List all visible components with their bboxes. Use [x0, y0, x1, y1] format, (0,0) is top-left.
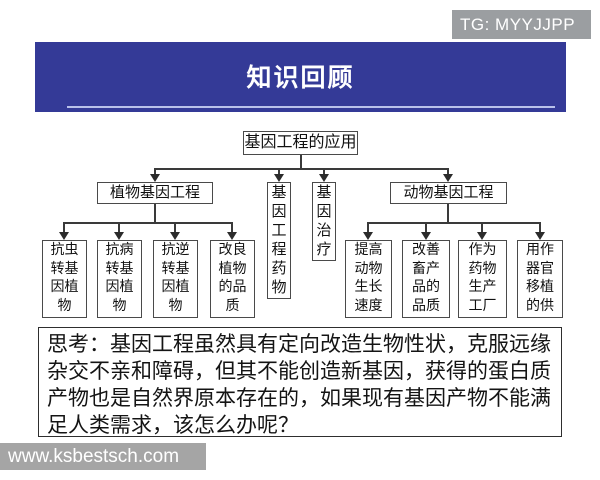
- think-question-text: 思考：基因工程虽然具有定向改造生物性状，克服远缘杂交不亲和障碍，但其不能创造新基…: [47, 332, 551, 437]
- arrow-to-drug-branch: [274, 168, 284, 182]
- connector-animal-rail: [368, 222, 540, 224]
- node-root-gene-engineering-applications: 基因工程的应用: [243, 131, 358, 155]
- node-gene-engineering-drugs: 基因工程药物: [267, 182, 291, 299]
- page-title: 知识回顾: [246, 64, 355, 92]
- node-drug-production-factory: 作为药物生产工厂: [458, 240, 507, 318]
- arrow-to-disease-resistant: [114, 222, 124, 240]
- arrow-to-growth-rate: [363, 222, 373, 240]
- node-improve-plant-quality: 改良植物的品质: [210, 240, 255, 318]
- think-question-box: 思考：基因工程虽然具有定向改造生物性状，克服远缘杂交不亲和障碍，但其不能创造新基…: [38, 327, 562, 437]
- node-pest-resistant-transgenic-plants: 抗虫转基因植物: [42, 240, 87, 318]
- connector-plant-stub: [154, 204, 156, 222]
- arrow-to-improved-quality: [227, 222, 237, 240]
- arrow-to-pest-resistant: [59, 222, 69, 240]
- node-disease-resistant-transgenic-plants: 抗病转基因植物: [97, 240, 142, 318]
- arrow-to-animal-branch: [443, 168, 453, 182]
- node-plant-gene-engineering: 植物基因工程: [97, 182, 213, 204]
- arrow-to-drug-factory: [477, 222, 487, 240]
- title-underline: [67, 106, 555, 108]
- node-organ-transplant-donor: 用作器官移植的供: [517, 240, 563, 318]
- watermark: www.ksbestsch.com: [0, 443, 206, 470]
- arrow-to-livestock-quality: [421, 222, 431, 240]
- node-animal-gene-engineering: 动物基因工程: [390, 182, 507, 204]
- node-stress-resistant-transgenic-plants: 抗逆转基因植物: [153, 240, 198, 318]
- node-improve-livestock-products: 改善畜产品的品质: [402, 240, 450, 318]
- connector-plant-rail: [64, 222, 233, 224]
- node-gene-therapy: 基因治疗: [312, 182, 336, 261]
- arrow-to-organ-donor: [535, 222, 545, 240]
- arrow-to-therapy-branch: [319, 168, 329, 182]
- arrow-to-plant-branch: [150, 168, 160, 182]
- telegram-badge: TG: MYYJJPP: [452, 10, 591, 39]
- connector-animal-stub: [447, 204, 449, 222]
- title-banner: 知识回顾: [35, 42, 566, 112]
- connector-top-rail: [155, 168, 448, 170]
- arrow-to-stress-resistant: [170, 222, 180, 240]
- connector-root-stub: [300, 155, 302, 168]
- node-increase-animal-growth: 提高动物生长速度: [345, 240, 392, 318]
